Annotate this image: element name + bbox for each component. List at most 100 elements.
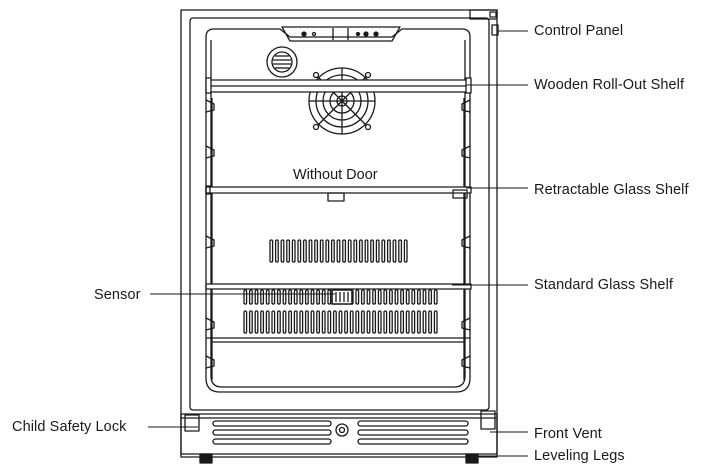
vent-slot xyxy=(347,239,352,263)
label-retractable-shelf: Retractable Glass Shelf xyxy=(534,182,689,198)
left-rails xyxy=(205,98,215,380)
vent-slot xyxy=(372,289,377,305)
label-control-panel: Control Panel xyxy=(534,23,624,39)
vent-slot xyxy=(299,310,304,334)
vent-slot xyxy=(286,239,291,263)
child-safety-lock xyxy=(335,423,349,437)
light-vent xyxy=(266,46,298,78)
door-frame xyxy=(189,17,490,411)
fan xyxy=(308,67,376,135)
vent-slot xyxy=(392,239,397,263)
vent-slot xyxy=(388,310,393,334)
lower-vent xyxy=(243,289,438,334)
vent-slot xyxy=(282,310,287,334)
vent-slot xyxy=(280,239,285,263)
label-standard-shelf: Standard Glass Shelf xyxy=(534,277,674,293)
vent-slot xyxy=(338,310,343,334)
vent-slot xyxy=(428,289,433,305)
vent-slot xyxy=(386,239,391,263)
vent-slot xyxy=(370,239,375,263)
vent-slot xyxy=(422,310,427,334)
vent-slot xyxy=(349,310,354,334)
standard-shelf xyxy=(205,283,472,290)
vent-slot xyxy=(364,239,369,263)
label-sensor: Sensor xyxy=(94,287,141,303)
top-hinge xyxy=(469,9,499,36)
front-vent xyxy=(212,420,469,445)
vent-slot xyxy=(308,239,313,263)
control-panel xyxy=(281,26,401,42)
vent-slot xyxy=(366,289,371,305)
vent-slot xyxy=(403,239,408,263)
kick-panel xyxy=(180,410,498,455)
vent-slot xyxy=(325,239,330,263)
vent-slot xyxy=(316,289,321,305)
vent-slot xyxy=(344,310,349,334)
right-rails xyxy=(461,98,471,380)
vent-slot xyxy=(288,289,293,305)
upper-vent xyxy=(269,239,408,263)
vent-slot xyxy=(405,310,410,334)
label-child-lock: Child Safety Lock xyxy=(12,419,127,435)
vent-slot xyxy=(355,310,360,334)
cabinet-outer xyxy=(180,9,498,458)
vent-slot xyxy=(269,239,274,263)
vent-slot xyxy=(310,289,315,305)
label-leveling-legs: Leveling Legs xyxy=(534,448,625,464)
vent-slot xyxy=(381,239,386,263)
vent-slot xyxy=(243,310,248,334)
vent-slot xyxy=(260,310,265,334)
leveling-legs xyxy=(199,453,479,464)
vent-slot xyxy=(271,310,276,334)
vent-slot xyxy=(360,310,365,334)
vent-slot xyxy=(372,310,377,334)
vent-slot xyxy=(265,310,270,334)
vent-slot xyxy=(243,289,248,305)
vent-slot xyxy=(274,239,279,263)
vent-slot xyxy=(304,310,309,334)
label-wooden-shelf: Wooden Roll-Out Shelf xyxy=(534,77,685,93)
vent-slot xyxy=(293,289,298,305)
vent-slot xyxy=(310,310,315,334)
vent-slot xyxy=(304,289,309,305)
vent-slot xyxy=(297,239,302,263)
vent-slot xyxy=(316,310,321,334)
label-without-door: Without Door xyxy=(293,167,378,183)
vent-slot xyxy=(394,289,399,305)
vent-slot xyxy=(400,310,405,334)
callout-lines xyxy=(148,30,528,457)
vent-slot xyxy=(321,289,326,305)
vent-slot xyxy=(377,289,382,305)
vent-slot xyxy=(377,310,382,334)
vent-slot xyxy=(332,310,337,334)
vent-slot xyxy=(398,239,403,263)
label-front-vent: Front Vent xyxy=(534,426,602,442)
vent-slot xyxy=(383,289,388,305)
vent-slot xyxy=(433,310,438,334)
vent-slot xyxy=(299,289,304,305)
vent-slot xyxy=(248,289,253,305)
vent-slot xyxy=(288,310,293,334)
vent-slot xyxy=(314,239,319,263)
vent-slot xyxy=(260,289,265,305)
vent-slot xyxy=(428,310,433,334)
vent-slot xyxy=(375,239,380,263)
vent-slot xyxy=(360,289,365,305)
vent-slot xyxy=(248,310,253,334)
vent-slot xyxy=(383,310,388,334)
vent-slot xyxy=(327,289,332,305)
vent-slot xyxy=(336,239,341,263)
vent-slot xyxy=(321,310,326,334)
vent-slot xyxy=(330,239,335,263)
vent-slot xyxy=(388,289,393,305)
wooden-shelf xyxy=(205,77,472,94)
vent-slot xyxy=(416,310,421,334)
vent-slot xyxy=(282,289,287,305)
retractable-shelf xyxy=(205,185,472,202)
vent-slot xyxy=(342,239,347,263)
interior-liner xyxy=(205,28,471,393)
vent-slot xyxy=(254,310,259,334)
vent-slot xyxy=(276,289,281,305)
vent-slot xyxy=(271,289,276,305)
